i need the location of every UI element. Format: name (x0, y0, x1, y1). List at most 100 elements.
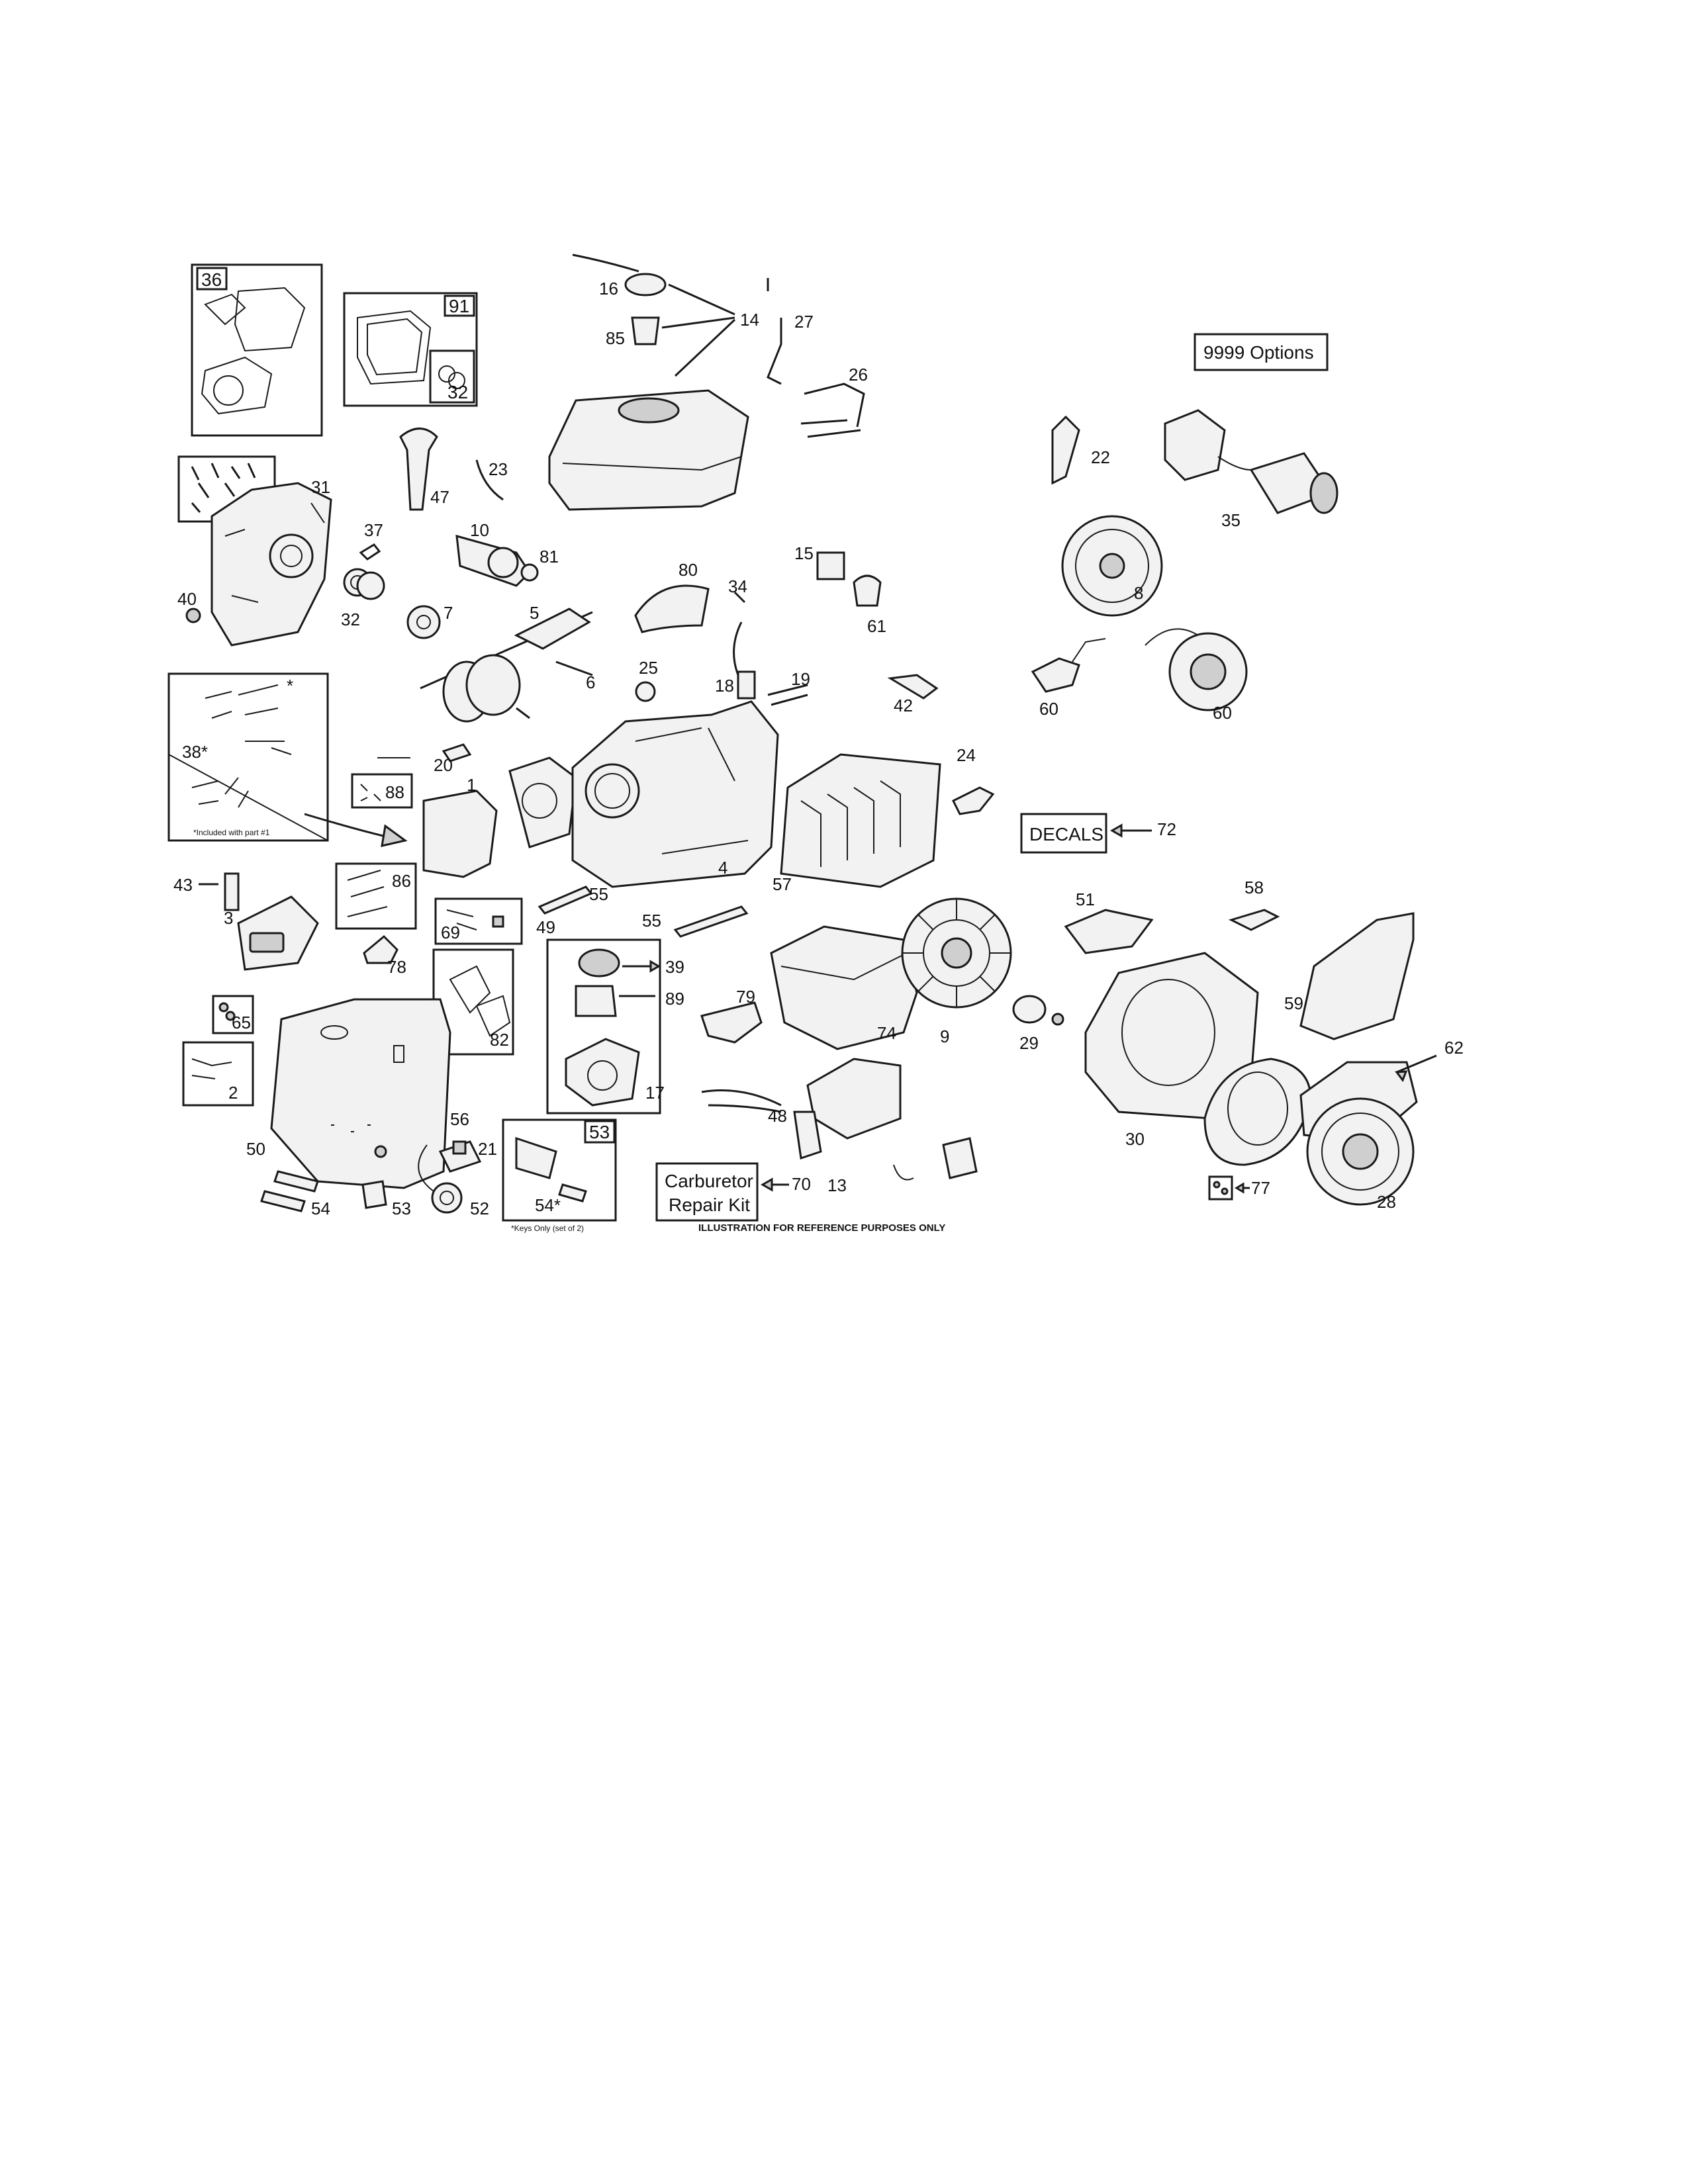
decals-label: DECALS (1029, 824, 1103, 844)
label-7: 7 (444, 603, 453, 623)
label-65: 65 (232, 1013, 251, 1032)
label-19: 19 (791, 669, 810, 689)
clip-58: 58 (1228, 878, 1280, 931)
label-17: 17 (645, 1083, 665, 1103)
gasket-kit-91: 91 32 (343, 292, 478, 407)
label-34: 34 (728, 576, 747, 596)
note-54: *Keys Only (set of 2) (511, 1224, 584, 1233)
label-79: 79 (736, 987, 755, 1007)
label-1: 1 (467, 775, 476, 795)
fuel-tank-14: 16 85 14 (548, 253, 759, 511)
label-15: 15 (794, 543, 814, 563)
label-51: 51 (1076, 889, 1095, 909)
options-label: 9999 Options (1203, 342, 1314, 363)
label-74: 74 (877, 1023, 896, 1043)
carburetor-17: 39 89 17 (546, 938, 684, 1115)
label-47: 47 (430, 487, 449, 507)
options-box: 9999 Options (1194, 333, 1329, 371)
reference-caption: ILLUSTRATION FOR REFERENCE PURPOSES ONLY (698, 1222, 945, 1234)
label-3: 3 (224, 908, 233, 928)
label-20: 20 (434, 755, 453, 775)
label-55-a: 55 (589, 884, 608, 904)
crankcase-cover-31: 31 40 (177, 477, 332, 647)
label-89: 89 (665, 989, 684, 1009)
label-18: 18 (715, 676, 734, 696)
label-37: 37 (364, 520, 383, 540)
label-32-box: 32 (447, 382, 468, 402)
label-43: 43 (173, 875, 193, 895)
plate-51: 51 (1064, 889, 1154, 954)
label-5: 5 (530, 603, 539, 623)
label-21: 21 (478, 1139, 497, 1159)
small-parts-center: 25 34 18 19 42 (635, 576, 939, 715)
label-55-b: 55 (642, 911, 661, 931)
bracket-79: 79 (700, 987, 763, 1044)
carb-kit-line2: Repair Kit (669, 1195, 750, 1215)
label-26: 26 (849, 365, 868, 385)
note-38: *Included with part #1 (193, 828, 270, 837)
carb-kit-line1: Carburetor (665, 1171, 753, 1191)
bracket-22: 22 (1051, 415, 1110, 485)
breather-hose-23: 23 (475, 459, 508, 501)
label-58: 58 (1244, 878, 1264, 897)
governor-parts: 37 47 32 7 (341, 428, 453, 639)
label-22: 22 (1091, 447, 1110, 467)
label-59: 59 (1284, 993, 1303, 1013)
gasket-set-38: * 38* *Included with part #1 (167, 672, 329, 842)
bracket-78: 78 (363, 934, 406, 977)
label-9: 9 (940, 1026, 949, 1046)
label-29: 29 (1019, 1033, 1039, 1053)
decals-box: DECALS 72 (1020, 813, 1176, 854)
label-52: 52 (470, 1199, 489, 1218)
flywheel-8: 8 (1061, 515, 1163, 617)
label-42: 42 (894, 696, 913, 715)
piston-5: 5 6 (420, 603, 595, 723)
label-4: 4 (718, 858, 727, 878)
spark-plug-20: 20 (377, 743, 472, 775)
muffler-guard-57: 57 (773, 753, 941, 894)
label-14: 14 (740, 310, 759, 330)
label-56: 56 (450, 1109, 469, 1129)
wire-harness-48: 48 (701, 1089, 787, 1126)
ignition-module-60: 60 (1031, 638, 1106, 719)
label-49: 49 (536, 917, 555, 937)
label-40: 40 (177, 589, 197, 609)
heat-shield-80: 80 (634, 560, 710, 633)
kit-77: 77 (1208, 1175, 1270, 1201)
label-8: 8 (1134, 583, 1143, 603)
label-88: 88 (385, 782, 404, 802)
button-21: 21 (452, 1139, 497, 1159)
label-69: 69 (441, 923, 460, 942)
fuel-valve-15: 15 61 (794, 543, 886, 636)
primer-52: 52 (418, 1144, 489, 1218)
label-25: 25 (639, 658, 658, 678)
label-35: 35 (1221, 510, 1241, 530)
label-16: 16 (599, 279, 618, 298)
label-77: 77 (1251, 1178, 1270, 1198)
starter-cup-29: 29 (1012, 995, 1064, 1053)
kit-2: 2 (182, 1041, 254, 1107)
label-57: 57 (773, 874, 792, 894)
shield-59: 59 (1284, 912, 1415, 1040)
label-54: 54 (311, 1199, 330, 1218)
label-48: 48 (768, 1106, 787, 1126)
stator-60: 60 (1145, 628, 1248, 723)
kit-65: 65 (212, 995, 254, 1034)
bracket-24: 24 (951, 745, 995, 815)
muffler-13: 13 (793, 1058, 978, 1195)
label-78: 78 (387, 957, 406, 977)
label-28: 28 (1377, 1192, 1396, 1212)
label-50: 50 (246, 1139, 265, 1159)
label-62: 62 (1444, 1038, 1464, 1058)
label-85: 85 (606, 328, 625, 348)
label-91: 91 (449, 296, 469, 316)
label-53-box: 53 (589, 1122, 610, 1142)
valve-kit-88: 88 (351, 773, 413, 809)
bracket-56: 56 (438, 1109, 482, 1173)
label-10: 10 (470, 520, 489, 540)
engine-block-4: 4 (571, 700, 779, 888)
label-31: 31 (311, 477, 330, 497)
asterisk-38: * (287, 676, 293, 696)
label-61: 61 (867, 616, 886, 636)
